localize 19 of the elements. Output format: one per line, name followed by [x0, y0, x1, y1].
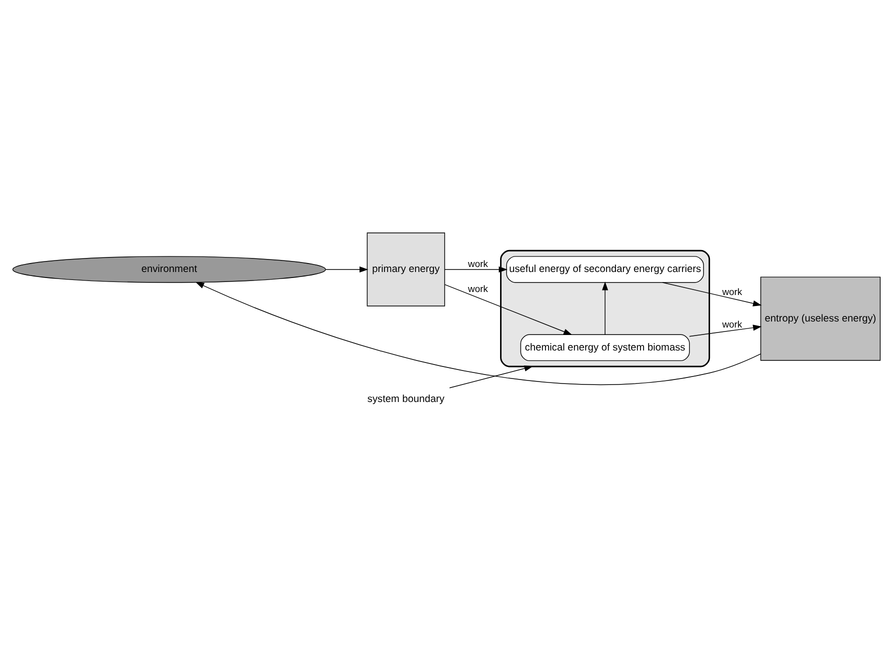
arrow [444, 284, 572, 335]
arrow [689, 324, 762, 337]
edge-label: work [722, 286, 742, 298]
node-text: system boundary [367, 394, 445, 405]
arrow [602, 282, 608, 335]
arrow [449, 365, 534, 388]
arrow [444, 266, 508, 272]
edge-label: work [722, 318, 742, 330]
node-box: useful energy of secondary energy carriers [506, 256, 704, 283]
cluster [500, 250, 710, 368]
arrow [662, 282, 762, 306]
edge-label: work [468, 283, 488, 294]
node-ellipse: environment [12, 256, 326, 283]
edge-label: work [468, 258, 488, 269]
node-box: entropy (useless energy) [760, 276, 881, 361]
arrow [195, 282, 761, 385]
arrow [326, 266, 368, 272]
node-box: chemical energy of system biomass [520, 334, 690, 362]
node-box: primary energy [366, 232, 446, 306]
